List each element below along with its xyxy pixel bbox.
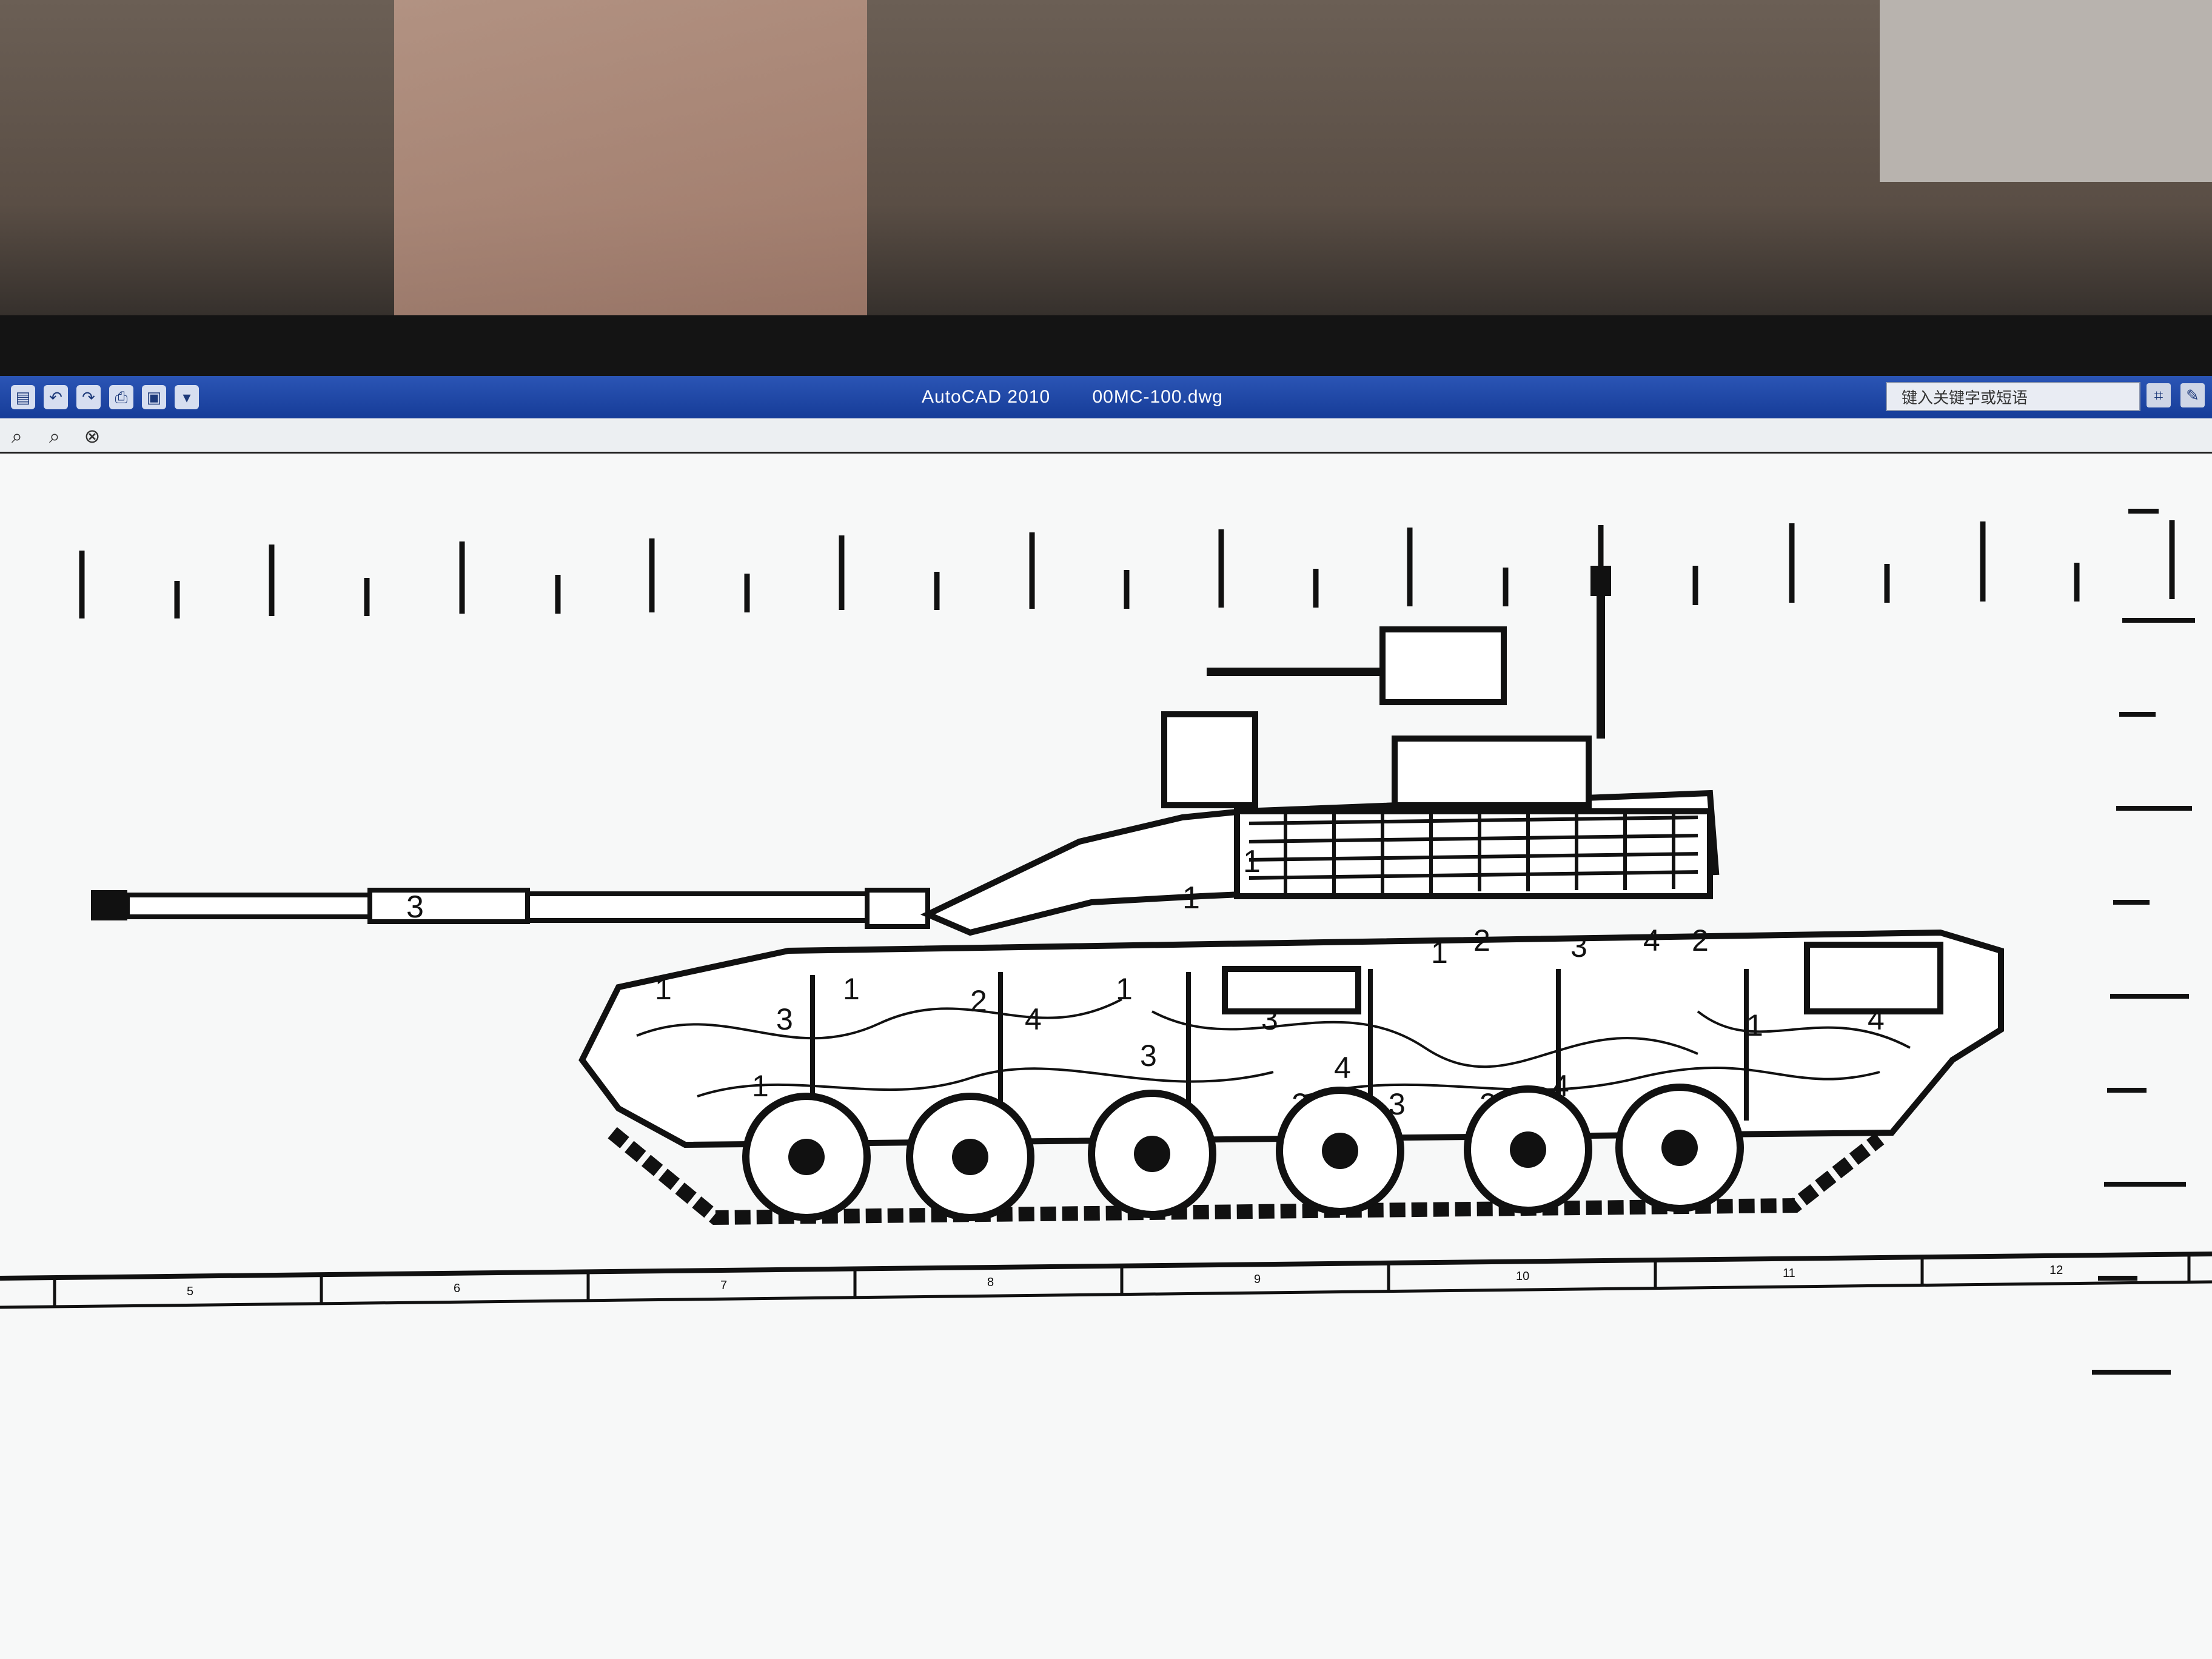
save-icon[interactable]: ▤ bbox=[11, 385, 35, 409]
search-input[interactable]: 键入关键字或短语 bbox=[1886, 382, 2140, 411]
hull bbox=[578, 929, 2004, 1148]
part-number: 1 bbox=[1182, 880, 1200, 916]
wrench-icon[interactable]: ✎ bbox=[2180, 383, 2205, 407]
drawing-canvas[interactable]: 3 bbox=[0, 454, 2212, 1659]
part-number: 4 bbox=[1868, 1002, 1885, 1036]
part-number: 1 bbox=[655, 972, 672, 1006]
part-number: 3 bbox=[1261, 1002, 1278, 1036]
close-icon[interactable]: ⊗ bbox=[84, 424, 101, 447]
chevron-down-icon[interactable]: ▾ bbox=[175, 385, 199, 409]
window-title: AutoCAD 2010 00MC-100.dwg bbox=[922, 387, 1259, 407]
running-gear bbox=[608, 1084, 1885, 1225]
zoom-previous-icon[interactable]: ⌕ bbox=[49, 424, 60, 447]
top-scale bbox=[79, 520, 2175, 618]
part-number: 4 bbox=[1025, 1002, 1042, 1036]
zone-strip: 5 6 7 8 9 10 11 12 bbox=[0, 1252, 2212, 1309]
zone-label: 6 bbox=[454, 1282, 460, 1295]
zone-label: 12 bbox=[2049, 1264, 2063, 1277]
tank-drawing: 3 bbox=[0, 509, 2212, 1375]
publish-icon[interactable]: ▣ bbox=[142, 385, 166, 409]
gun-barrel: 3 bbox=[91, 888, 930, 929]
part-number: 3 bbox=[1140, 1039, 1157, 1073]
app-name: AutoCAD 2010 bbox=[922, 387, 1051, 407]
part-number: 2 bbox=[1692, 923, 1709, 957]
part-number: 1 bbox=[1431, 936, 1448, 970]
right-scale bbox=[2092, 509, 2195, 1375]
print-icon[interactable]: ⎙ bbox=[109, 385, 133, 409]
part-number: 4 bbox=[1334, 1051, 1351, 1085]
file-name: 00MC-100.dwg bbox=[1092, 387, 1223, 407]
room-background bbox=[0, 0, 2212, 340]
part-number: 1 bbox=[1116, 972, 1133, 1006]
part-number: 1 bbox=[1243, 844, 1261, 879]
view-toolbar: ⌕ ⌕ ⊗ bbox=[0, 420, 2212, 454]
part-number: 1 bbox=[752, 1069, 769, 1103]
part-number: 3 bbox=[1570, 930, 1587, 964]
part-number: 3 bbox=[406, 890, 424, 925]
zone-label: 7 bbox=[720, 1279, 727, 1292]
quick-access-toolbar: ▤ ↶ ↷ ⎙ ▣ ▾ bbox=[0, 385, 199, 409]
ceiling bbox=[1880, 0, 2212, 182]
part-number: 1 bbox=[843, 972, 860, 1006]
zone-label: 8 bbox=[987, 1276, 994, 1289]
part-number: 4 bbox=[1643, 923, 1660, 957]
part-number: 2 bbox=[1473, 923, 1490, 957]
zone-label: 5 bbox=[187, 1285, 193, 1298]
part-number: 3 bbox=[776, 1002, 793, 1036]
zone-label: 9 bbox=[1254, 1273, 1261, 1286]
part-number: 1 bbox=[1746, 1008, 1763, 1042]
title-bar-tools: ⌗ ✎ bbox=[2147, 383, 2205, 407]
part-number: 2 bbox=[970, 984, 987, 1018]
zoom-realtime-icon[interactable]: ⌕ bbox=[12, 424, 22, 447]
autocad-window: ▤ ↶ ↷ ⎙ ▣ ▾ AutoCAD 2010 00MC-100.dwg 键入… bbox=[0, 376, 2212, 1659]
title-bar: ▤ ↶ ↷ ⎙ ▣ ▾ AutoCAD 2010 00MC-100.dwg 键入… bbox=[0, 376, 2212, 418]
binoculars-icon[interactable]: ⌗ bbox=[2147, 383, 2171, 407]
zone-label: 10 bbox=[1516, 1270, 1529, 1283]
redo-icon[interactable]: ↷ bbox=[76, 385, 101, 409]
wall-poster bbox=[394, 0, 867, 327]
zone-label: 11 bbox=[1783, 1267, 1795, 1280]
undo-icon[interactable]: ↶ bbox=[44, 385, 68, 409]
turret: 1 1 bbox=[920, 566, 1720, 936]
